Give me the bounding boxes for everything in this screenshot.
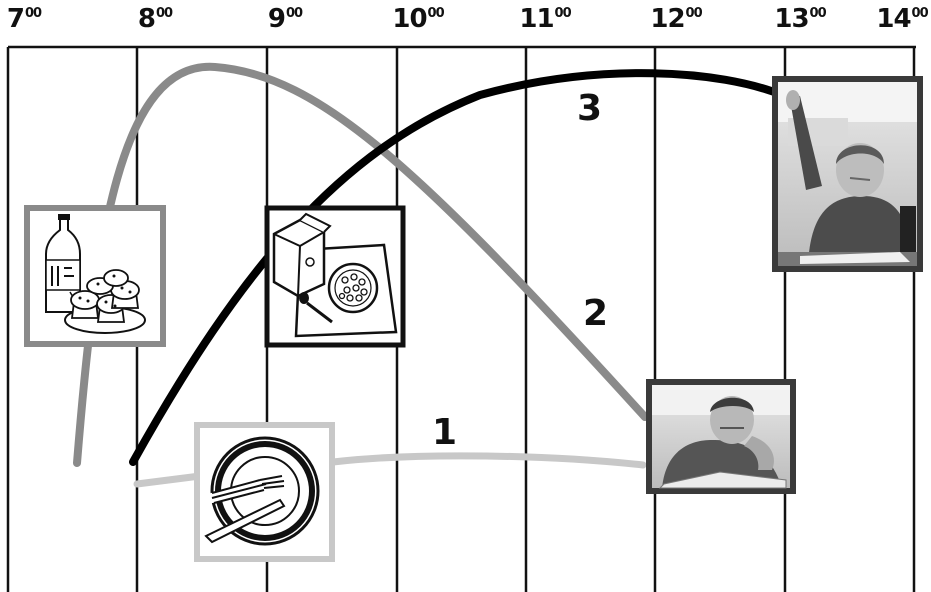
boy-raising-hand-photo xyxy=(772,76,923,272)
plate-fork-knife-icon xyxy=(197,425,332,559)
curve-label-2: 2 xyxy=(583,293,608,334)
curve-label-1: 1 xyxy=(432,412,457,453)
curve-label-3: 3 xyxy=(577,88,602,129)
curve-1 xyxy=(137,476,200,484)
boy-reading-photo xyxy=(646,379,796,494)
curve-1-segment xyxy=(333,456,643,465)
bottle-and-muffins-icon xyxy=(27,208,163,344)
milk-carton-and-cereal-icon xyxy=(267,208,403,345)
